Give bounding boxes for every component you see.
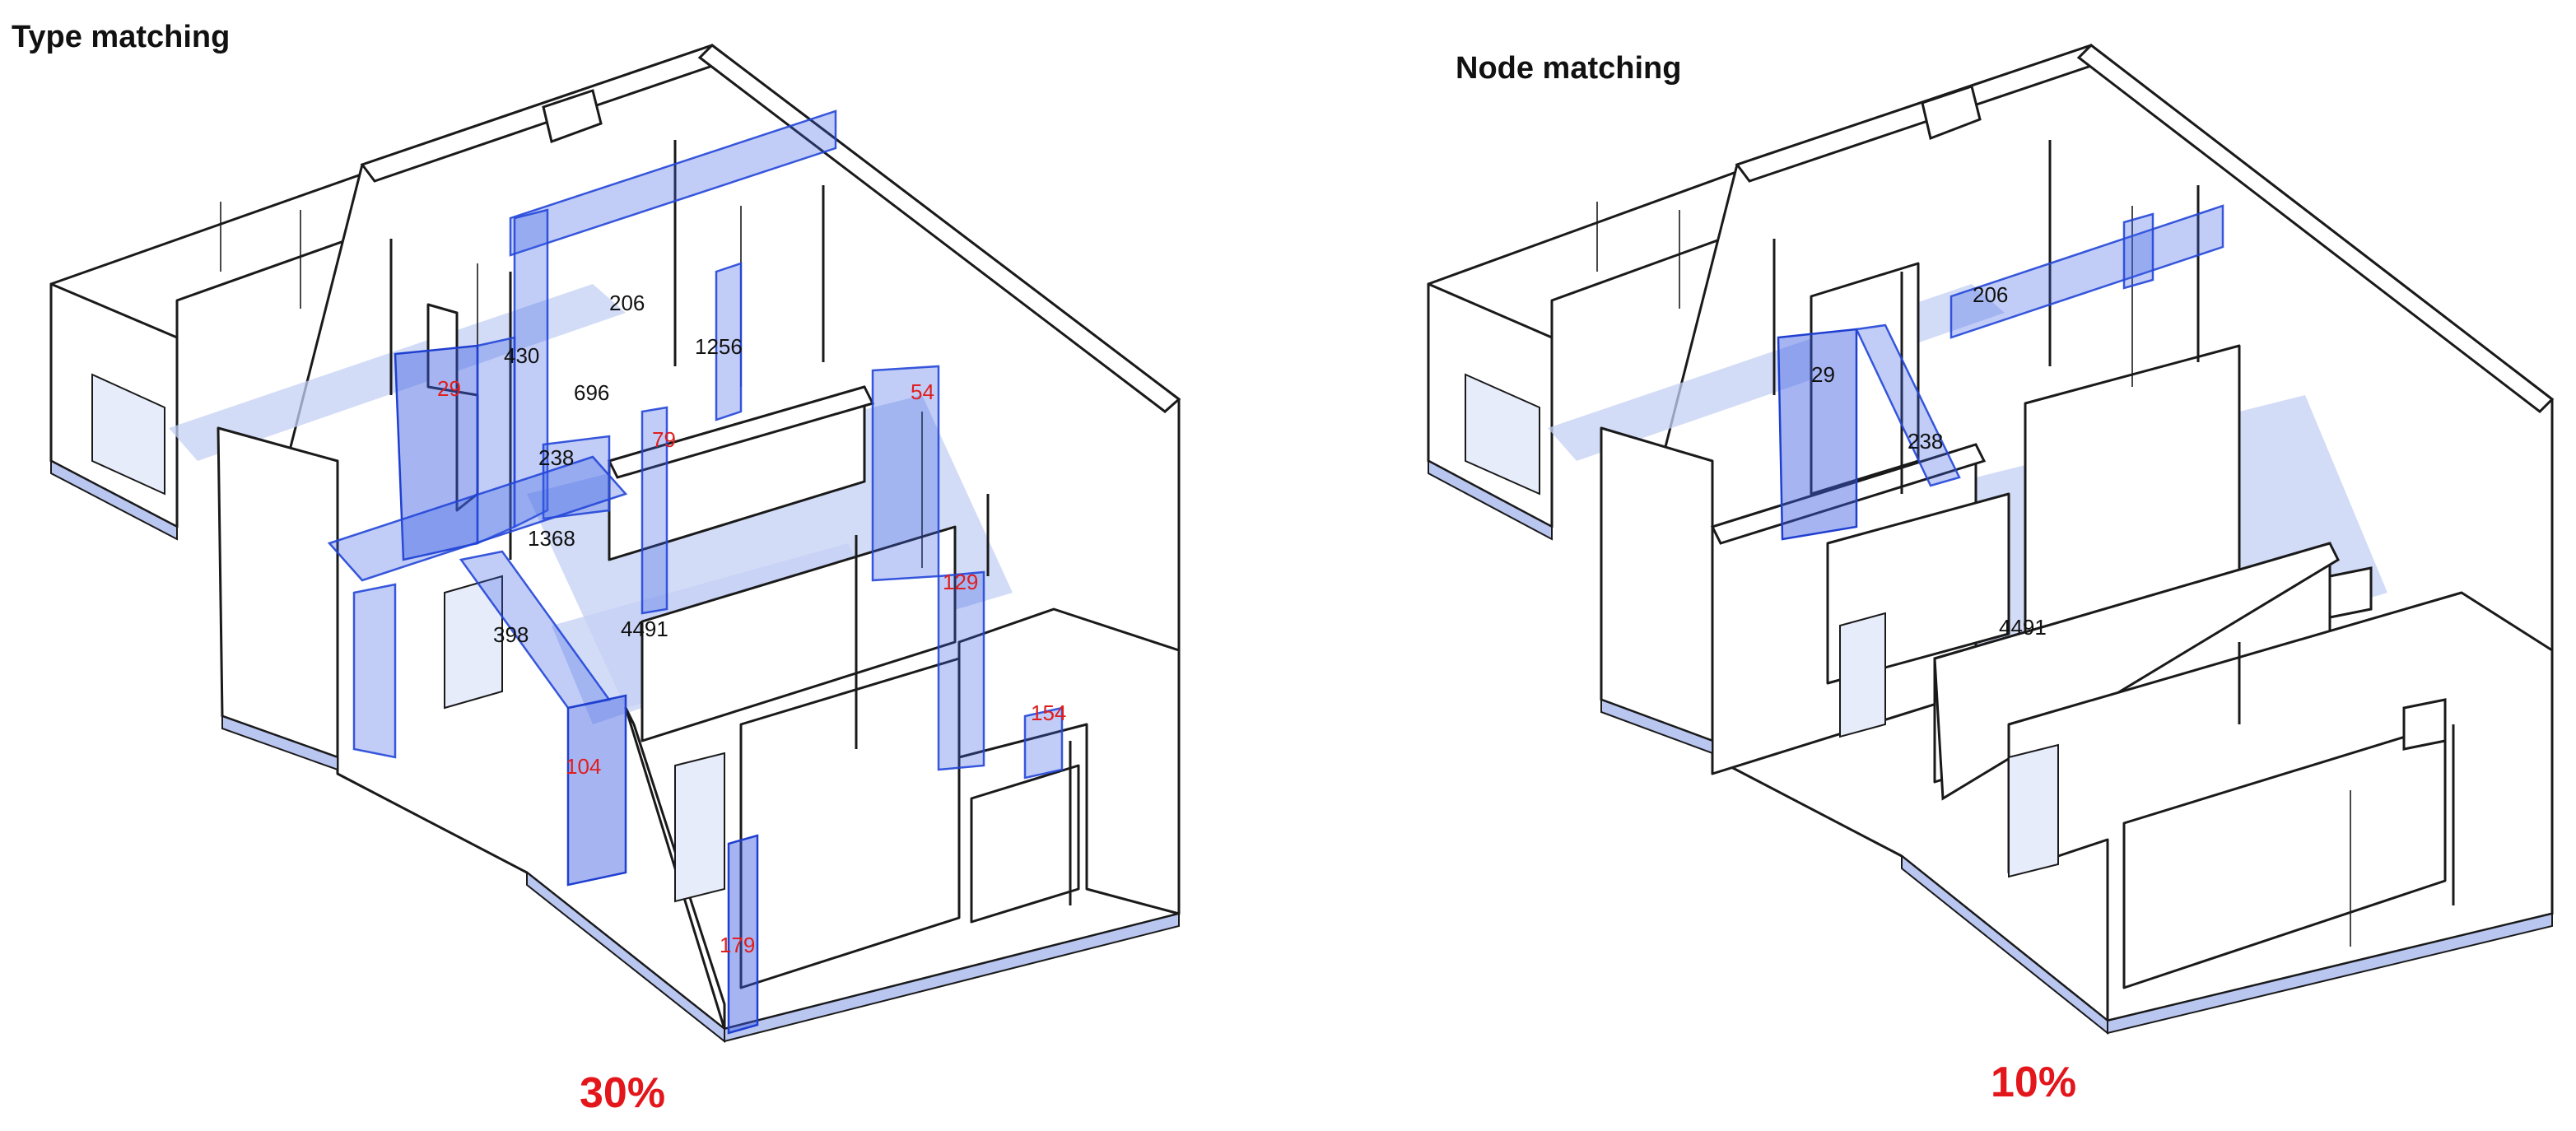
highlight-column-1256 [715,262,743,421]
highlight-column-179 [727,834,759,1035]
highlight-beam-206-node [1949,204,2224,339]
label-206-node: 206 [1973,282,2008,307]
label-54: 54 [911,379,934,404]
label-238: 238 [538,445,574,470]
highlight-column-node-right [2122,212,2154,290]
label-4491-node: 4491 [1999,615,2047,640]
label-154: 154 [1031,700,1066,725]
label-206: 206 [609,291,645,315]
label-1256: 1256 [695,334,743,359]
highlight-column-154 [1023,706,1064,780]
percentage-node-matching: 10% [1991,1059,2076,1106]
label-179: 179 [720,933,755,957]
highlight-wall-29-node [1777,328,1858,541]
label-29-node: 29 [1811,362,1835,387]
percentage-type-matching: 30% [580,1069,665,1117]
highlight-column-129 [937,570,985,771]
label-238-node: 238 [1908,429,1943,454]
building-model-type-matching [49,44,1181,1044]
highlight-post-79 [641,406,668,615]
highlight-column-104 [566,694,627,887]
panel-title-node-matching: Node matching [1456,51,1681,86]
label-696: 696 [574,380,609,405]
highlight-beam-1368 [327,455,628,582]
label-29: 29 [437,376,461,401]
label-4491: 4491 [621,617,668,641]
highlight-beam-206 [509,109,837,257]
panel-node-matching: Node matching [1427,44,2555,1106]
label-398: 398 [493,622,529,647]
label-430: 430 [504,343,539,368]
label-79: 79 [652,427,676,452]
label-104: 104 [566,754,601,779]
element-labels-type-matching: 206 430 1256 696 238 1368 398 4491 29 54… [437,291,1066,957]
panel-title-type-matching: Type matching [12,20,230,54]
highlight-column-238-node [1855,323,1961,487]
highlight-column-left [352,583,397,759]
label-1368: 1368 [528,526,575,551]
label-129: 129 [943,570,978,594]
panel-type-matching: Type matching [12,20,1181,1117]
building-model-node-matching [1427,44,2555,1036]
element-labels-node-matching: 206 29 238 4491 [1811,282,2047,640]
